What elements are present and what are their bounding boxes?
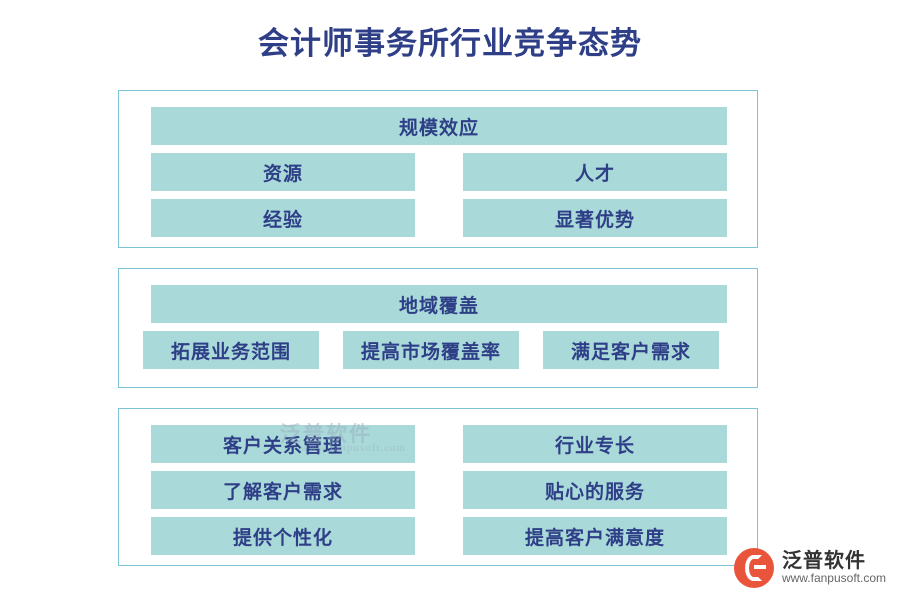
group-item-cell[interactable]: 满足客户需求 bbox=[543, 331, 719, 369]
logo-company-name: 泛普软件 bbox=[781, 550, 866, 573]
group-header-cell[interactable]: 规模效应 bbox=[151, 107, 727, 145]
group-panel-customer-relationship: 客户关系管理 行业专长 了解客户需求 贴心的服务 提供个性化 提高客户满意度 bbox=[118, 408, 758, 566]
group-item-cell[interactable]: 贴心的服务 bbox=[463, 471, 727, 509]
group-panel-scale-effect: 规模效应 资源 人才 经验 显著优势 bbox=[118, 90, 758, 248]
logo-text-block: 泛普软件 www.fanpusoft.com bbox=[782, 550, 886, 585]
group-header-cell[interactable]: 地域覆盖 bbox=[151, 285, 727, 323]
group-item-cell[interactable]: 提供个性化 bbox=[151, 517, 415, 555]
group-item-cell[interactable]: 人才 bbox=[463, 153, 727, 191]
group-item-cell[interactable]: 显著优势 bbox=[463, 199, 727, 237]
group-item-cell[interactable]: 提高客户满意度 bbox=[463, 517, 727, 555]
group-panel-regional-coverage: 地域覆盖 拓展业务范围 提高市场覆盖率 满足客户需求 bbox=[118, 268, 758, 388]
page-title: 会计师事务所行业竞争态势 bbox=[258, 26, 642, 61]
group-item-cell[interactable]: 客户关系管理 bbox=[151, 425, 415, 463]
group-item-cell[interactable]: 提高市场覆盖率 bbox=[343, 331, 519, 369]
fanpu-logo-icon bbox=[733, 548, 774, 588]
group-item-cell[interactable]: 拓展业务范围 bbox=[143, 331, 319, 369]
logo-website-url: www.fanpusoft.com bbox=[781, 571, 886, 586]
group-item-cell[interactable]: 行业专长 bbox=[463, 425, 727, 463]
group-item-cell[interactable]: 了解客户需求 bbox=[151, 471, 415, 509]
group-item-cell[interactable]: 经验 bbox=[151, 199, 415, 237]
group-item-cell[interactable]: 资源 bbox=[151, 153, 415, 191]
brand-logo: 泛普软件 www.fanpusoft.com bbox=[733, 548, 886, 588]
